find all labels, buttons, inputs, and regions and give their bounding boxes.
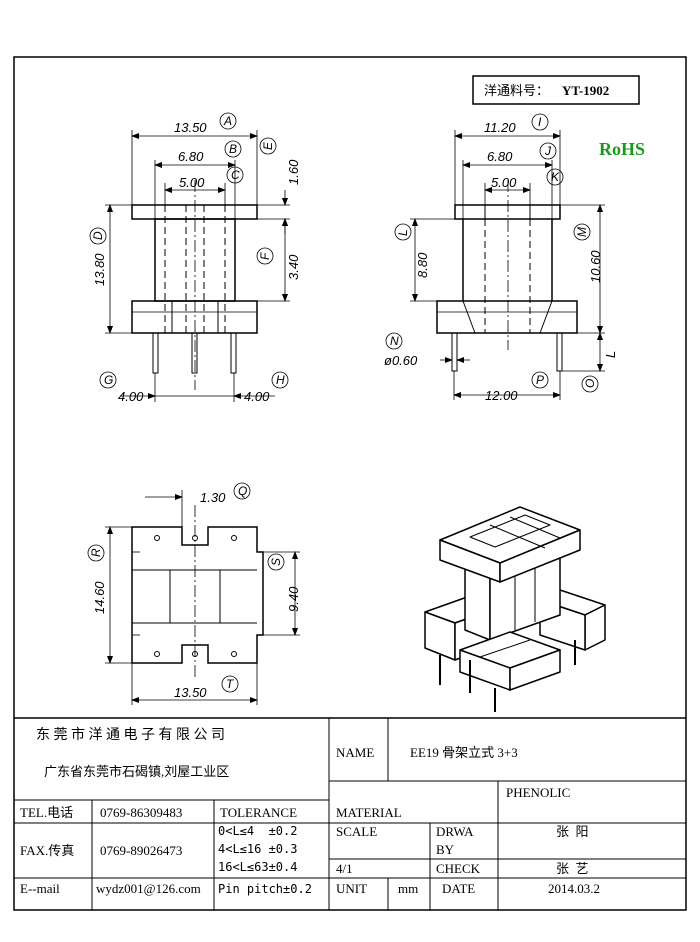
- date-value: 2014.03.2: [548, 881, 600, 896]
- fax-label: FAX.传真: [20, 843, 74, 858]
- tolerance-3: 16<L≤63±0.4: [218, 860, 297, 874]
- dim-8-80: 8.80: [415, 252, 430, 278]
- title-block-lines: [14, 717, 686, 910]
- tel-value: 0769-86309483: [100, 805, 182, 820]
- tolerance-4: Pin pitch±0.2: [218, 882, 312, 896]
- marker-G: G: [104, 373, 113, 387]
- bottom-view: [87, 482, 300, 705]
- tolerance-1: 0<L≤4 ±0.2: [218, 824, 297, 838]
- dim-1-30: 1.30: [200, 490, 226, 505]
- dim-14-60: 14.60: [92, 581, 107, 614]
- dim-11-20: 11.20: [484, 120, 516, 135]
- marker-C: C: [231, 168, 240, 182]
- company-address: 广东省东莞市石碣镇,刘屋工业区: [44, 764, 229, 779]
- dim-13-80: 13.80: [92, 253, 107, 286]
- unit-value: mm: [398, 881, 418, 896]
- marker-L: L: [396, 229, 410, 236]
- check-value: 张 艺: [556, 861, 589, 876]
- drawn-by-value: 张 阳: [556, 824, 589, 839]
- side-view: [385, 113, 605, 400]
- marker-M: M: [575, 227, 589, 237]
- dim-3-40: 3.40: [286, 254, 301, 280]
- dim-13-50-bottom: 13.50: [174, 685, 207, 700]
- marker-R: R: [89, 548, 103, 557]
- drawing-border: [13, 56, 687, 911]
- dim-13-50-front: 13.50: [174, 120, 207, 135]
- dim-5-00-side: 5.00: [491, 175, 517, 190]
- dim-1-60: 1.60: [286, 159, 301, 185]
- marker-B: B: [229, 142, 237, 156]
- tolerance-2: 4<L≤16 ±0.3: [218, 842, 297, 856]
- date-label: DATE: [442, 881, 475, 896]
- marker-Q: Q: [238, 484, 247, 498]
- isometric-view: [424, 506, 606, 712]
- company-name: 东 莞 市 洋 通 电 子 有 限 公 司: [36, 726, 225, 743]
- marker-E: E: [261, 141, 275, 150]
- name-label: NAME: [336, 745, 374, 760]
- scale-label: SCALE: [336, 824, 377, 839]
- dim-6-80-side: 6.80: [487, 149, 513, 164]
- scale-value: 4/1: [336, 861, 353, 876]
- name-value: EE19 骨架立式 3+3: [410, 745, 518, 760]
- tel-label: TEL.电话: [20, 805, 73, 820]
- marker-J: J: [544, 144, 552, 158]
- marker-D: D: [91, 231, 105, 240]
- marker-I: I: [538, 115, 542, 129]
- dim-12-00: 12.00: [485, 388, 518, 403]
- material-value: PHENOLIC: [506, 785, 570, 800]
- drawn-by-label-1: DRWA: [436, 824, 474, 839]
- marker-T: T: [226, 677, 235, 691]
- part-number-box: 洋通料号： YT-1902: [472, 75, 640, 105]
- marker-F: F: [258, 252, 272, 260]
- unit-label: UNIT: [336, 881, 367, 896]
- marker-A: A: [223, 114, 232, 128]
- material-label: MATERIAL: [336, 805, 402, 820]
- drawn-by-label-2: BY: [436, 842, 455, 857]
- dim-L: L: [603, 351, 618, 358]
- dim-4-00-right: 4.00: [244, 389, 270, 404]
- part-number-value: YT-1902: [562, 83, 609, 98]
- check-label: CHECK: [436, 861, 481, 876]
- side-view-labels: 11.20 6.80 5.00 8.80 10.60 L ø0.60 12.00…: [384, 115, 618, 403]
- front-view: [89, 112, 290, 402]
- marker-K: K: [551, 170, 560, 184]
- dim-6-80-front: 6.80: [178, 149, 204, 164]
- marker-S: S: [269, 558, 283, 566]
- marker-O: O: [583, 379, 597, 388]
- marker-H: H: [276, 373, 285, 387]
- dim-5-00-front: 5.00: [179, 175, 205, 190]
- dim-4-00-left: 4.00: [118, 389, 144, 404]
- part-number-label: 洋通料号：: [484, 83, 549, 98]
- marker-N: N: [390, 334, 399, 348]
- tolerance-label: TOLERANCE: [220, 805, 297, 820]
- email-label: E--mail: [20, 881, 60, 896]
- bottom-view-labels: 1.30 14.60 9.40 13.50 Q R S T: [89, 484, 301, 700]
- marker-P: P: [536, 373, 544, 387]
- dim-10-60: 10.60: [588, 250, 603, 283]
- fax-value: 0769-89026473: [100, 843, 182, 858]
- dim-9-40: 9.40: [286, 586, 301, 612]
- dim-0-60: ø0.60: [384, 353, 418, 368]
- rohs-mark: RoHS: [599, 139, 645, 159]
- front-view-labels: 13.50 6.80 5.00 1.60 13.80 3.40 4.00 4.0…: [91, 114, 301, 404]
- title-block: 东 莞 市 洋 通 电 子 有 限 公 司 广东省东莞市石碣镇,刘屋工业区 NA…: [20, 726, 600, 896]
- email-value: wydz001@126.com: [96, 881, 201, 896]
